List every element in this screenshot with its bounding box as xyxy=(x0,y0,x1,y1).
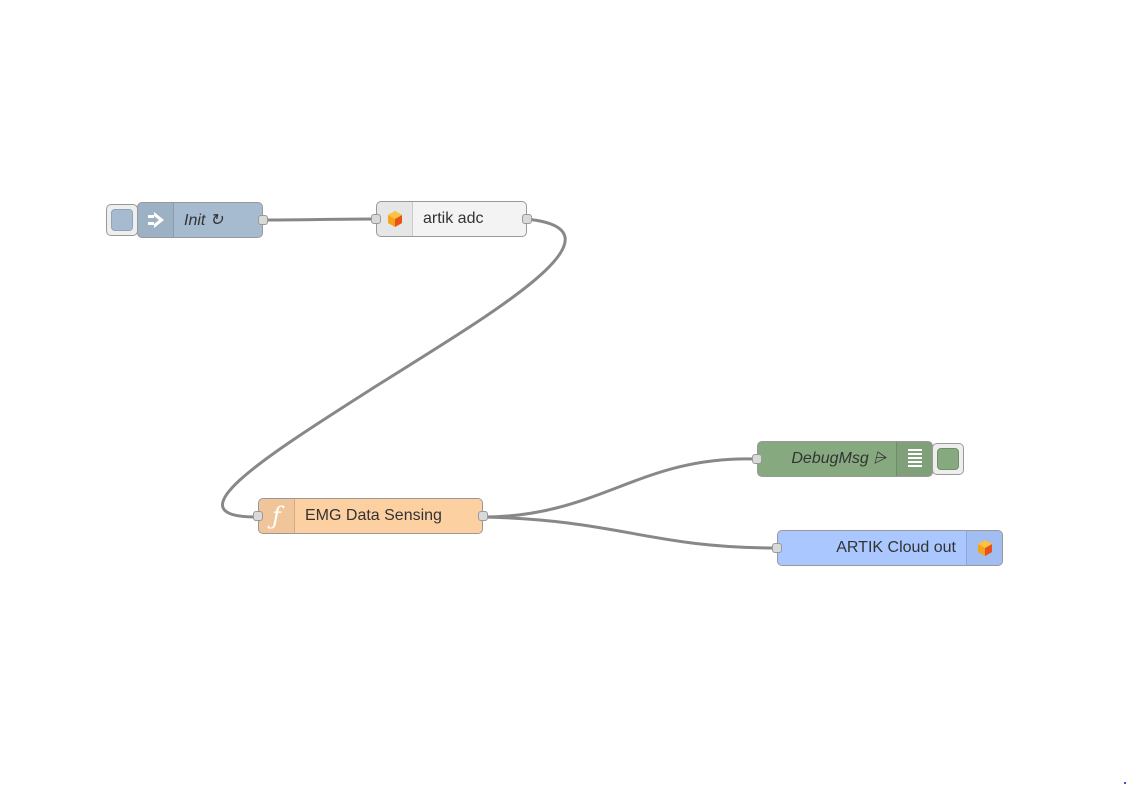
node-artik-cloud-out-label: ARTIK Cloud out xyxy=(836,539,956,556)
inject-arrow-icon xyxy=(138,203,174,237)
inject-trigger-inner xyxy=(111,209,133,231)
node-emg-data-sensing[interactable]: ƒ EMG Data Sensing xyxy=(253,498,488,534)
wire-emg-to-debugmsg[interactable] xyxy=(482,457,758,519)
node-debugmsg-label: DebugMsg ⩥ xyxy=(791,450,886,467)
node-emg-label: EMG Data Sensing xyxy=(305,507,442,524)
corner-dot xyxy=(1124,782,1126,784)
artik-cube-icon xyxy=(377,202,413,236)
wire-init-to-artik-adc[interactable] xyxy=(262,217,377,222)
node-artik-adc-output-port[interactable] xyxy=(522,214,532,224)
node-emg-input-port[interactable] xyxy=(253,511,263,521)
node-artik-cloud-out[interactable]: ARTIK Cloud out xyxy=(772,530,1003,566)
node-artik-adc-input-port[interactable] xyxy=(371,214,381,224)
node-debugmsg[interactable]: DebugMsg ⩥ xyxy=(752,441,933,477)
debug-toggle-inner xyxy=(937,448,959,470)
node-emg-output-port[interactable] xyxy=(478,511,488,521)
debug-list-icon xyxy=(896,442,932,476)
node-init[interactable]: Init ↻ xyxy=(137,202,268,238)
node-artik-adc-label: artik adc xyxy=(423,210,484,227)
node-debugmsg-input-port[interactable] xyxy=(752,454,762,464)
debug-toggle-button[interactable] xyxy=(932,443,964,475)
wire-artik-adc-to-emg[interactable] xyxy=(221,217,567,519)
artik-cube-icon xyxy=(966,531,1002,565)
node-artik-adc[interactable]: artik adc xyxy=(371,201,532,237)
wire-emg-to-artik-cloud-out[interactable] xyxy=(482,515,778,550)
inject-trigger-button[interactable] xyxy=(106,204,138,236)
function-icon: ƒ xyxy=(259,499,295,533)
node-init-label: Init ↻ xyxy=(184,212,224,229)
node-artik-cloud-out-input-port[interactable] xyxy=(772,543,782,553)
node-init-output-port[interactable] xyxy=(258,215,268,225)
